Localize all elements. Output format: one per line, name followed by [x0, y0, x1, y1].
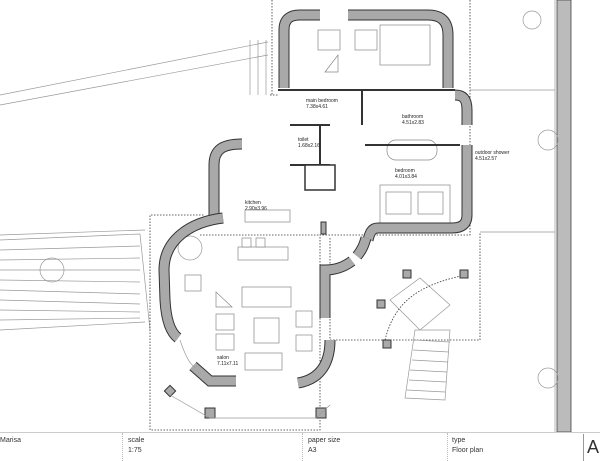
sheet-id: A — [583, 434, 600, 461]
paper-size-value: A3 — [308, 446, 340, 456]
scale-label: scale — [128, 436, 144, 446]
paper-size-label: paper size — [308, 436, 340, 446]
room-size: 4.01x3.84 — [395, 174, 417, 180]
room-size: 1.68x2.16 — [298, 143, 320, 149]
scale-value: 1:75 — [128, 446, 144, 456]
type-field: type Floor plan — [452, 436, 483, 456]
room-size: 4.51x2.83 — [402, 120, 424, 126]
furniture — [185, 25, 450, 370]
paper-size-field: paper size A3 — [308, 436, 340, 456]
project-name: Marisa — [0, 436, 21, 446]
type-label: type — [452, 436, 483, 446]
divider — [302, 433, 303, 461]
type-value: Floor plan — [452, 446, 483, 456]
floor-plan: main bedroom 7.38x4.61 bathroom 4.51x2.8… — [0, 0, 600, 432]
room-size: 2.90x3.96 — [245, 206, 267, 212]
scale-field: scale 1:75 — [128, 436, 144, 456]
left-deck-stairs — [0, 40, 266, 330]
title-block: Marisa scale 1:75 paper size A3 type Flo… — [0, 432, 600, 461]
trees — [40, 11, 558, 388]
room-size: 4.51x2.57 — [475, 156, 497, 162]
room-size: 7.38x4.61 — [306, 104, 328, 110]
outdoor-stairs — [377, 270, 468, 400]
divider — [447, 433, 448, 461]
room-size: 7.11x7.11 — [217, 361, 238, 367]
divider — [122, 433, 123, 461]
